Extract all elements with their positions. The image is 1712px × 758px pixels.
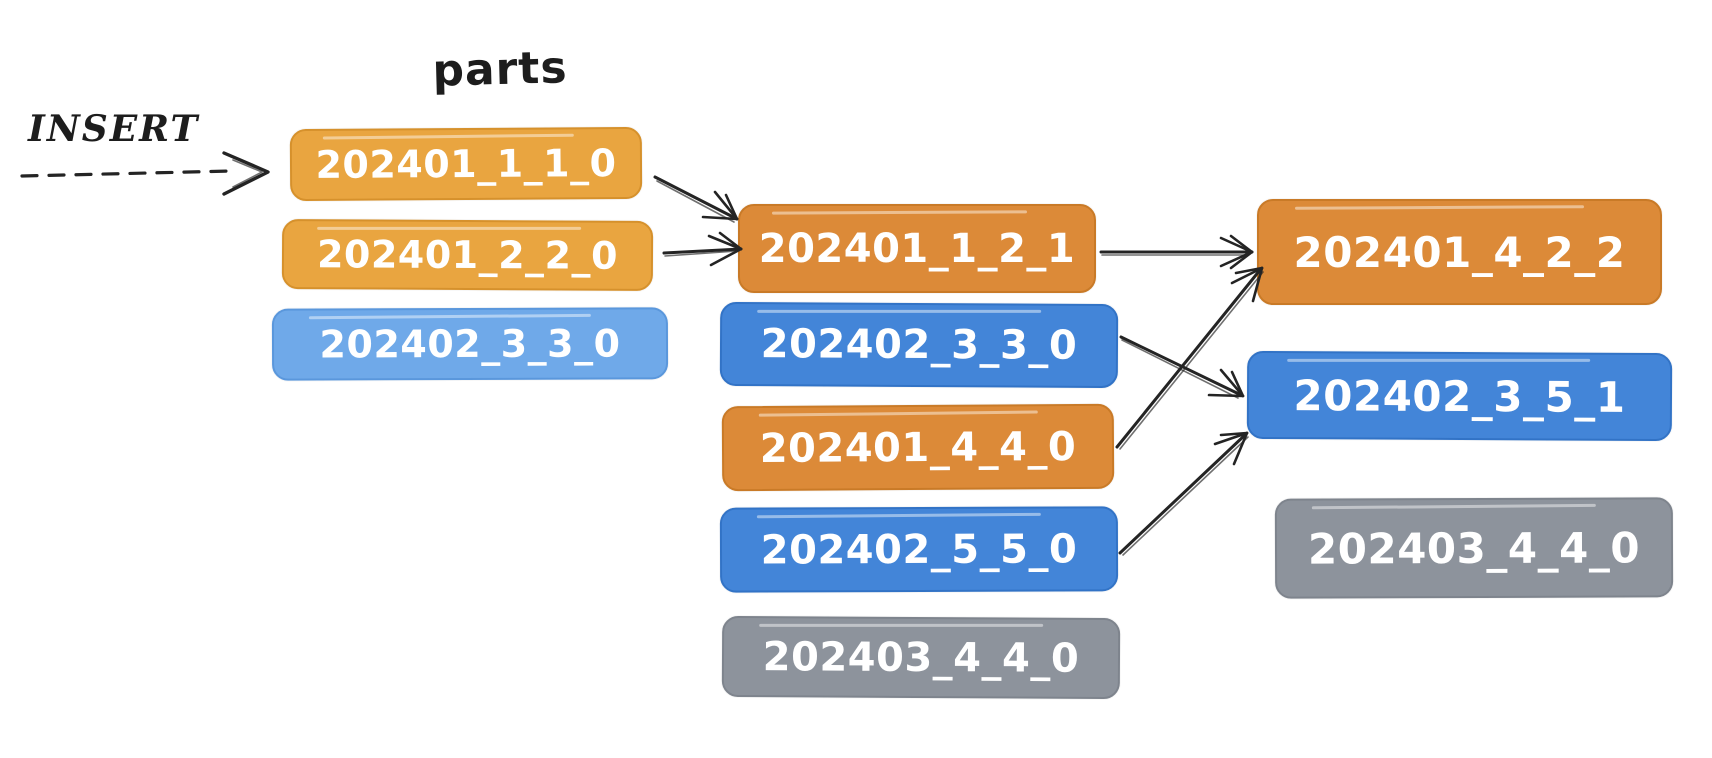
arrow-202401_4_4_0-to-202401_4_2_2 (1115, 266, 1264, 450)
part-label: 202403_4_4_0 (1307, 522, 1641, 574)
arrow-202401_1_1_0-to-202401_1_2_1 (653, 175, 739, 223)
insert-arrow (20, 151, 270, 196)
part-label: 202401_1_1_0 (315, 141, 617, 187)
arrow-202401_1_2_1-to-202401_4_2_2 (1099, 234, 1254, 270)
arrow-202402_3_3_0-to-202402_3_5_1 (1119, 335, 1245, 399)
part-label: 202402_5_5_0 (760, 525, 1078, 574)
part-box-202401_2_2_0: 202401_2_2_0 (281, 219, 654, 291)
part-label: 202401_4_2_2 (1293, 227, 1626, 277)
part-label: 202402_3_5_1 (1293, 370, 1626, 422)
parts-column-title: parts (431, 42, 569, 97)
part-box-202403_4_4_0-final: 202403_4_4_0 (1274, 497, 1674, 599)
part-label: 202403_4_4_0 (762, 633, 1080, 682)
part-box-202401_4_4_0: 202401_4_4_0 (721, 403, 1115, 492)
part-box-202402_3_5_1: 202402_3_5_1 (1246, 350, 1673, 442)
part-label: 202401_4_4_0 (759, 423, 1077, 472)
part-box-202403_4_4_0: 202403_4_4_0 (721, 615, 1121, 700)
part-box-202401_4_2_2: 202401_4_2_2 (1257, 199, 1662, 305)
part-label: 202401_2_2_0 (316, 232, 619, 278)
part-box-202401_1_1_0: 202401_1_1_0 (289, 126, 643, 202)
insert-label: INSERT (28, 108, 200, 150)
part-box-202402_3_3_0-initial: 202402_3_3_0 (271, 307, 669, 381)
arrow-202401_2_2_0-to-202401_1_2_1 (662, 231, 743, 267)
part-box-202402_5_5_0: 202402_5_5_0 (719, 506, 1119, 593)
part-label: 202402_3_3_0 (319, 321, 621, 367)
part-label: 202401_1_2_1 (758, 225, 1076, 272)
arrow-202402_5_5_0-to-202402_3_5_1 (1118, 431, 1249, 556)
part-box-202401_1_2_1: 202401_1_2_1 (738, 204, 1096, 293)
part-label: 202402_3_3_0 (760, 321, 1078, 369)
part-box-202402_3_3_0: 202402_3_3_0 (719, 301, 1119, 389)
